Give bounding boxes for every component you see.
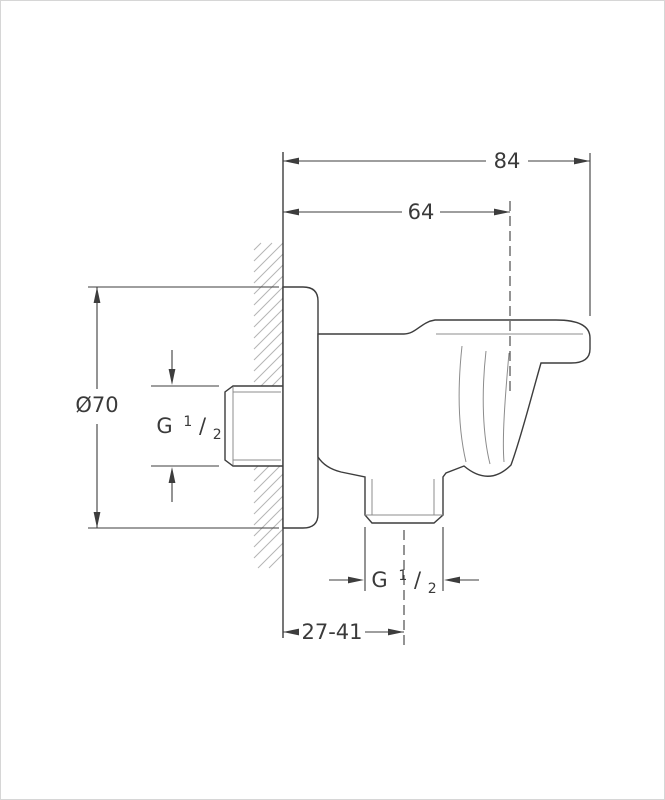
product-details [232,333,583,516]
dimension-arrows [93,157,590,636]
holder-cone-contours [458,345,510,465]
dimensions: 84 64 Ø70 27-41 G 1 / 2 G 1 / 2 [75,149,591,648]
thread-bottom-numerator: 1 [398,568,407,584]
thread-left-slash: / [199,414,207,438]
thread-size-label-bottom: G 1 / 2 [371,561,436,597]
dim-line-thread-bottom [329,527,479,591]
thread-bottom-slash: / [414,568,422,592]
thread-left-prefix: G [156,414,172,438]
product-outline [224,286,591,529]
dim-line-thread-left [151,350,219,502]
arrow-thread-bottom-left [348,576,364,584]
arrow-thread-bottom-right [444,576,460,584]
arrow-70-top [93,287,101,303]
dim-label-27-41: 27-41 [301,620,362,644]
arrow-64-left [283,208,299,216]
thread-bottom-denominator: 2 [428,581,437,597]
thread-left-numerator: 1 [183,414,192,430]
product-solids [224,286,591,529]
thread-size-label-left: G 1 / 2 [156,407,221,443]
arrow-27-41-right [388,628,404,636]
arrow-thread-left-up [168,467,176,483]
arrow-84-left [283,157,299,165]
dim-label-diameter-70: Ø70 [75,393,118,417]
wall-flange [282,286,319,529]
dim-line-84 [283,153,591,316]
arrow-84-right [574,157,590,165]
outlet-thread-lines [365,479,443,516]
dim-line-diameter-70 [88,286,279,529]
arrow-64-right [494,208,510,216]
body-with-holder [317,319,591,524]
dimension-labels: 84 64 Ø70 27-41 G 1 / 2 G 1 / 2 [75,149,520,644]
arrow-27-41-left [283,628,299,636]
inlet-thread-nipple [224,385,284,467]
dim-label-84: 84 [494,149,521,173]
dim-label-64: 64 [408,200,435,224]
arrow-70-bottom [93,512,101,528]
thread-left-denominator: 2 [213,427,222,443]
thread-bottom-prefix: G [371,568,387,592]
inlet-thread-lines [232,387,281,465]
product [224,286,591,529]
arrow-thread-left-down [168,369,176,385]
